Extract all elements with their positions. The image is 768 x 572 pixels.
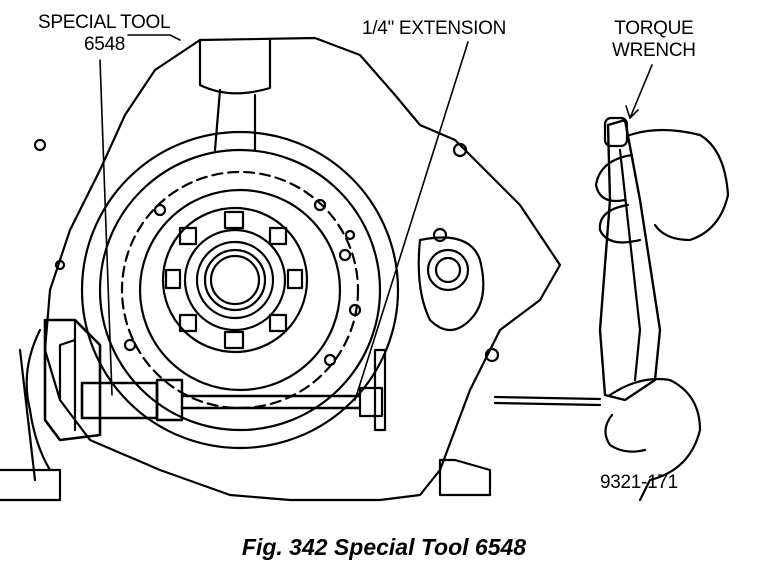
- bottom-bracket: [438, 458, 492, 497]
- torque-wrench-label-line2: WRENCH: [612, 40, 696, 61]
- mount-hole-outer: [426, 248, 470, 292]
- transmission-illustration: [0, 34, 730, 502]
- torque-wrench-handle: [598, 118, 662, 402]
- hand-left: [18, 328, 52, 482]
- special-tool-label-line1: SPECIAL TOOL: [38, 12, 171, 33]
- middle-ring: [98, 148, 382, 432]
- torque-wrench-label-line1: TORQUE: [614, 18, 694, 39]
- leader-extension: [354, 41, 469, 401]
- special-tool-label-line2: 6548: [84, 34, 126, 55]
- right-mount: [417, 236, 485, 332]
- hub-outer: [161, 206, 309, 354]
- figure-caption: Fig. 342 Special Tool 6548: [241, 534, 527, 560]
- tool-barrel: [80, 381, 159, 420]
- hub-mid: [183, 228, 287, 332]
- hub-inner: [195, 240, 275, 320]
- figure-id-label: 9321-171: [600, 472, 678, 493]
- leader-special-tool: [99, 59, 113, 396]
- leader-torque-wrench: [629, 64, 653, 119]
- extension-shaft: [180, 394, 362, 410]
- wrench-drive: [493, 395, 602, 407]
- outer-ring: [80, 130, 400, 450]
- hand-lower: [604, 377, 702, 502]
- hub-slots: [164, 210, 304, 350]
- mount-hole-inner: [434, 256, 462, 284]
- ring-bolt-holes: [123, 198, 362, 367]
- torque-wrench-label: TORQUE WRENCH: [612, 18, 696, 62]
- wrench-grip-top: [603, 116, 629, 148]
- housing-boss: [198, 38, 272, 95]
- special-tool-label: SPECIAL TOOL 6548: [38, 12, 171, 56]
- extension-label: 1/4" EXTENSION: [362, 18, 507, 39]
- hand-upper: [594, 128, 730, 244]
